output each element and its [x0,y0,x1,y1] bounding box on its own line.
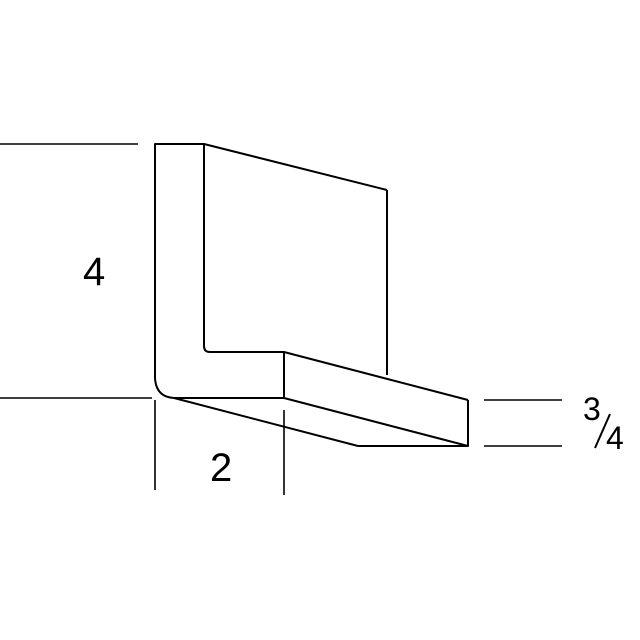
horizontal-leg-top-edge [283,351,469,401]
fraction-slash [594,413,611,449]
angle-profile [154,143,469,447]
horizontal-leg-end-face [358,400,469,447]
bottom-edge-near [173,397,359,447]
bottom-edge-far [283,397,469,447]
depth-dimension-label: 2 [210,446,232,490]
thickness-numerator: 3 [583,391,601,427]
thickness-fraction-label: 3 4 [583,391,624,456]
thickness-denominator: 4 [606,420,624,456]
vertical-leg-top-edge [203,143,388,191]
front-face-outline [154,143,285,399]
height-dimension-label: 4 [83,250,105,294]
dimension-lines [0,143,562,495]
